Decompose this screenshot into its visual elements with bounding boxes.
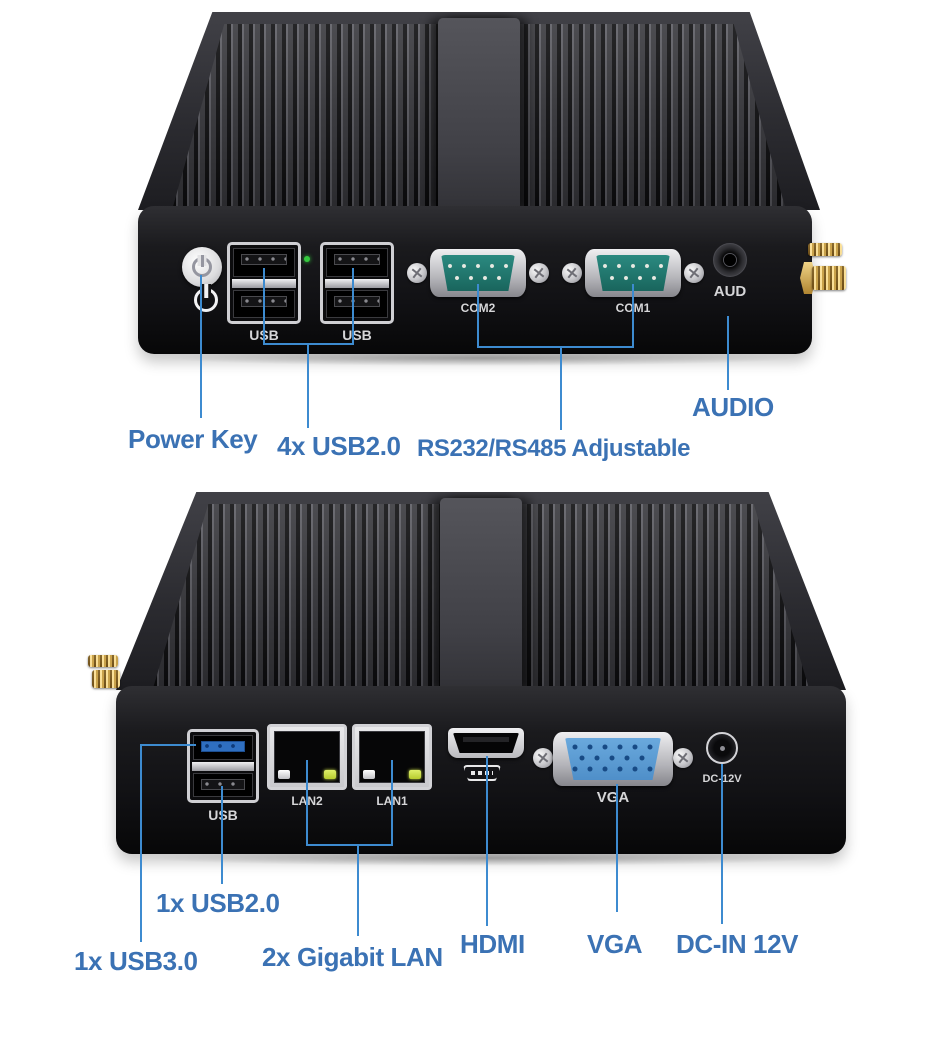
com1-serial-port bbox=[585, 249, 681, 297]
usb3-port bbox=[193, 735, 253, 760]
leader-line-usb2 bbox=[221, 786, 223, 884]
screw-standoff bbox=[562, 263, 582, 283]
sma-antenna-connector bbox=[812, 266, 846, 290]
leader-line-power bbox=[200, 275, 202, 418]
annotation-power-key: Power Key bbox=[128, 424, 258, 454]
audio-jack-label: AUD bbox=[713, 283, 747, 300]
sma-antenna-connector bbox=[88, 655, 118, 667]
vga-port-label: VGA bbox=[596, 789, 630, 806]
vga-port bbox=[553, 732, 673, 786]
heatsink-center-bar bbox=[440, 498, 522, 690]
usb2-port-stack-2 bbox=[320, 242, 394, 324]
leader-line-com1 bbox=[632, 284, 634, 348]
annotation-vga: VGA bbox=[587, 929, 643, 959]
heatsink-center-bar bbox=[438, 18, 520, 210]
rear-device-shadow bbox=[140, 850, 830, 866]
hdmi-icon bbox=[463, 765, 501, 781]
sma-antenna-connector bbox=[808, 243, 842, 256]
lan1-port bbox=[352, 724, 432, 790]
leader-line-usb-left bbox=[263, 268, 265, 345]
leader-line-usb-stem bbox=[307, 343, 309, 428]
power-button bbox=[182, 247, 222, 287]
power-led bbox=[304, 256, 310, 262]
annotation-1x-usb3: 1x USB3.0 bbox=[74, 946, 198, 976]
annotation-2x-gigabit-lan: 2x Gigabit LAN bbox=[262, 942, 443, 972]
leader-line-usb3-horizontal bbox=[140, 744, 196, 746]
usb-port bbox=[326, 289, 388, 318]
screw-standoff bbox=[673, 748, 693, 768]
annotation-4x-usb2: 4x USB2.0 bbox=[277, 431, 401, 461]
leader-line-com-stem bbox=[560, 346, 562, 430]
hdmi-port bbox=[448, 728, 524, 758]
power-symbol-icon bbox=[194, 284, 218, 312]
annotation-dc-in-12v: DC-IN 12V bbox=[676, 929, 799, 959]
dc-power-jack bbox=[706, 732, 738, 764]
usb-port bbox=[233, 248, 295, 277]
usb-port-label: USB bbox=[208, 807, 238, 823]
leader-line-lan1 bbox=[391, 760, 393, 846]
audio-jack bbox=[713, 243, 747, 277]
screw-standoff bbox=[684, 263, 704, 283]
annotation-rs232-rs485: RS232/RS485 Adjustable bbox=[417, 435, 691, 462]
leader-line-usb-right bbox=[352, 268, 354, 345]
annotation-hdmi: HDMI bbox=[460, 929, 525, 959]
screw-standoff bbox=[407, 263, 427, 283]
usb3-usb2-port-stack bbox=[187, 729, 259, 803]
leader-line-hdmi bbox=[486, 756, 488, 926]
front-device-heatsink bbox=[138, 12, 820, 210]
usb-port bbox=[326, 248, 388, 277]
power-icon bbox=[192, 255, 212, 277]
leader-line-com2 bbox=[477, 284, 479, 348]
screw-standoff bbox=[529, 263, 549, 283]
screw-standoff bbox=[533, 748, 553, 768]
annotation-audio: AUDIO bbox=[692, 392, 774, 422]
rear-device-heatsink bbox=[116, 492, 846, 690]
leader-line-lan-joiner bbox=[306, 844, 393, 846]
sma-antenna-connector bbox=[92, 670, 120, 688]
annotation-1x-usb2: 1x USB2.0 bbox=[156, 888, 280, 918]
leader-line-lan2 bbox=[306, 760, 308, 846]
usb-port-label: USB bbox=[342, 327, 372, 343]
leader-line-audio bbox=[727, 316, 729, 390]
usb2-port bbox=[193, 772, 253, 797]
leader-line-dc bbox=[721, 764, 723, 924]
leader-line-usb3 bbox=[140, 744, 142, 942]
leader-line-com-joiner bbox=[477, 346, 634, 348]
leader-line-lan-stem bbox=[357, 844, 359, 936]
front-device-shadow bbox=[160, 350, 800, 366]
leader-line-vga bbox=[616, 784, 618, 912]
